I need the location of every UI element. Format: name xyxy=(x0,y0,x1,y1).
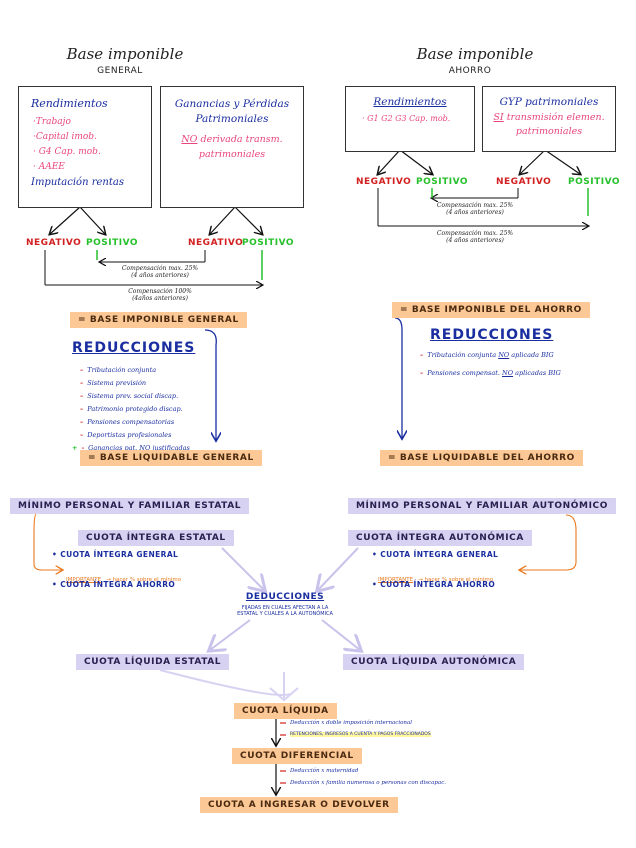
rendimientos-item: · AAEE xyxy=(33,162,65,172)
list-item: –Deportistas profesionales xyxy=(80,431,172,439)
gyp-box: GYP patrimoniales SI transmisión elemen.… xyxy=(482,86,616,152)
ganancias-text: derivada transm. patrimoniales xyxy=(198,134,283,160)
cuotas-estatal-list-2: • CUOTA ÍNTEGRA AHORRO xyxy=(52,580,175,589)
reducciones-ahorro-heading: REDUCCIONES xyxy=(430,327,554,343)
list-item: +-Ganancias pat. NO justificadas xyxy=(72,444,190,452)
base-liquidable-general: = BASE LIQUIDABLE GENERAL xyxy=(80,450,262,466)
right-comp2-line1: Compensación max. 25% xyxy=(436,230,514,237)
rendimientos-ahorro-heading: Rendimientos xyxy=(373,96,447,108)
list-item: • CUOTA ÍNTEGRA AHORRO xyxy=(52,580,176,589)
right-comp2-line2: (4 años anteriores) xyxy=(446,237,504,244)
list-item: • CUOTA ÍNTEGRA GENERAL xyxy=(52,550,179,559)
imputacion-rentas: Imputación rentas xyxy=(31,177,124,188)
rendimientos-box: Rendimientos ·Trabajo ·Capital imob. · G… xyxy=(18,86,152,208)
cuota-liquida-note-1: Deducción x doble imposición internacion… xyxy=(290,720,412,726)
rendimientos-heading: Rendimientos xyxy=(31,97,108,110)
list-item: –Sistema prev. social discap. xyxy=(80,392,179,400)
right-header-subtitle: AHORRO xyxy=(448,66,492,76)
rendimientos-ahorro-box: Rendimientos · G1 G2 G3 Cap. mob. xyxy=(345,86,475,152)
right-comp1-line2: (4 años anteriores) xyxy=(446,209,504,216)
deducciones-title: DEDUCCIONES xyxy=(245,592,325,602)
rendimientos-item: ·Trabajo xyxy=(33,117,71,127)
cuotas-autonomica-list: • CUOTA ÍNTEGRA GENERAL xyxy=(372,550,498,559)
cuotas-estatal-list: • CUOTA ÍNTEGRA GENERAL xyxy=(52,550,178,559)
left-comp1-line2: (4 años anteriores) xyxy=(131,272,189,279)
left-comp1: Compensación max. 25% (4 años anteriores… xyxy=(110,265,210,279)
cuota-liquida-autonomica: CUOTA LÍQUIDA AUTONÓMICA xyxy=(343,654,525,670)
cuota-ingresar-devolver: CUOTA A INGRESAR O DEVOLVER xyxy=(200,797,398,813)
right-positivo-2: POSITIVO xyxy=(568,177,621,187)
right-positivo-1: POSITIVO xyxy=(416,177,469,187)
ganancias-heading: Ganancias y Pérdidas Patrimoniales xyxy=(174,98,290,125)
right-negativo-1: NEGATIVO xyxy=(356,177,412,187)
left-negativo-2: NEGATIVO xyxy=(188,238,244,248)
base-imponible-ahorro: = BASE IMPONIBLE DEL AHORRO xyxy=(392,302,590,318)
cuota-diferencial-note-2: Deducción x familia numerosa o personas … xyxy=(290,780,447,786)
importante-label: IMPORTANTE xyxy=(66,577,102,583)
right-negativo-2: NEGATIVO xyxy=(496,177,552,187)
right-comp2: Compensación max. 25% (4 años anteriores… xyxy=(425,230,525,244)
list-item: –Pensiones compensatorias xyxy=(80,418,175,426)
right-comp1-line1: Compensación max. 25% xyxy=(436,202,514,209)
cuota-liquida-note-2: RETENCIONES, INGRESOS A CUENTA Y PAGOS F… xyxy=(290,732,431,737)
list-item: • CUOTA ÍNTEGRA AHORRO xyxy=(372,580,496,589)
list-item: –Pensiones compensat. NO aplicadas BIG xyxy=(420,369,561,377)
gyp-heading: GYP patrimoniales xyxy=(499,96,599,108)
deducciones-line2: ESTATAL Y CUALES A LA AUTONÓMICA xyxy=(237,611,333,617)
cuota-diferencial: CUOTA DIFERENCIAL xyxy=(232,748,362,764)
importante-text: → hacer % sobre el mínimo xyxy=(106,577,182,583)
reducciones-general-list: –Tributación conjunta –Sistema previsión… xyxy=(72,366,190,457)
reducciones-general-heading: REDUCCIONES xyxy=(72,340,196,356)
left-header-title: Base imponible xyxy=(66,45,184,63)
left-positivo-1: POSITIVO xyxy=(86,238,139,248)
list-item: –Sistema previsión xyxy=(80,379,147,387)
ganancias-no: NO xyxy=(181,134,198,145)
cuota-liquida: CUOTA LÍQUIDA xyxy=(234,703,337,719)
minimo-autonomico: MÍNIMO PERSONAL Y FAMILIAR AUTONÓMICO xyxy=(348,498,616,514)
importante-label: IMPORTANTE xyxy=(378,577,414,583)
left-negativo-1: NEGATIVO xyxy=(26,238,82,248)
deducciones-line1: FIJADAS EN CUALES AFECTAN A LA xyxy=(241,605,329,611)
list-item: –Tributación conjunta NO aplicada BIG xyxy=(420,351,554,359)
left-positivo-2: POSITIVO xyxy=(242,238,295,248)
importante-right: IMPORTANTE → hacer % sobre el mínimo xyxy=(378,566,493,585)
cuota-diferencial-note-1: Deducción x maternidad xyxy=(290,768,359,774)
list-item: –Patrimonio protegido discap. xyxy=(80,405,183,413)
left-comp2: Compensación 100% (4años anteriores) xyxy=(110,288,210,302)
base-imponible-general: = BASE IMPONIBLE GENERAL xyxy=(70,312,247,328)
gyp-text: transmisión elemen. patrimoniales xyxy=(506,112,605,137)
cuotas-autonomica-list-2: • CUOTA ÍNTEGRA AHORRO xyxy=(372,580,495,589)
left-comp1-line1: Compensación max. 25% xyxy=(121,265,199,272)
left-comp2-line2: (4años anteriores) xyxy=(132,295,188,302)
importante-left: IMPORTANTE → hacer % sobre el mínimo xyxy=(66,566,181,585)
deducciones-block: DEDUCCIONES FIJADAS EN CUALES AFECTAN A … xyxy=(230,592,340,617)
base-liquidable-ahorro: = BASE LIQUIDABLE DEL AHORRO xyxy=(380,450,583,466)
rendimientos-item: ·Capital imob. xyxy=(33,132,97,142)
cuota-integra-autonomica: CUOTA ÍNTEGRA AUTONÓMICA xyxy=(348,530,532,546)
gyp-si: SI xyxy=(493,112,504,123)
list-item: • CUOTA ÍNTEGRA GENERAL xyxy=(372,550,499,559)
minimo-estatal: MÍNIMO PERSONAL Y FAMILIAR ESTATAL xyxy=(10,498,250,514)
cuota-integra-estatal: CUOTA ÍNTEGRA ESTATAL xyxy=(78,530,234,546)
ganancias-box: Ganancias y Pérdidas Patrimoniales NO de… xyxy=(160,86,304,208)
rendimientos-item: · G4 Cap. mob. xyxy=(33,147,101,157)
right-header-title: Base imponible xyxy=(416,45,534,63)
cuota-liquida-estatal: CUOTA LÍQUIDA ESTATAL xyxy=(76,654,230,670)
left-comp2-line1: Compensación 100% xyxy=(128,288,192,295)
importante-text: → hacer % sobre el mínimo xyxy=(418,577,494,583)
reducciones-ahorro-list: –Tributación conjunta NO aplicada BIG –P… xyxy=(420,351,561,382)
rendimientos-ahorro-item: · G1 G2 G3 Cap. mob. xyxy=(362,114,451,123)
right-comp1: Compensación max. 25% (4 años anteriores… xyxy=(425,202,525,216)
left-header-subtitle: GENERAL xyxy=(97,66,143,76)
list-item: –Tributación conjunta xyxy=(80,366,157,374)
